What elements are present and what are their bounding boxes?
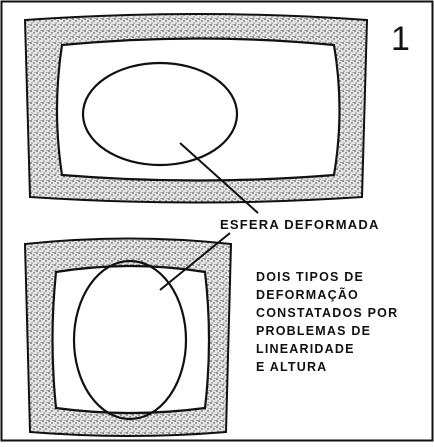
description-line: PROBLEMAS DE (256, 324, 372, 338)
description-block: DOIS TIPOS DE DEFORMAÇÃO CONSTATADOS POR… (256, 268, 398, 376)
bottom-deformed-sphere (72, 259, 188, 421)
figure-number: 1 (391, 20, 410, 58)
description-line: LINEARIDADE (256, 342, 355, 356)
leader-line-bottom (159, 232, 231, 291)
top-crt-screen (23, 13, 369, 204)
callout-label: ESFERA DEFORMADA (220, 217, 380, 232)
description-line: DEFORMAÇÃO (256, 288, 359, 302)
description-line: CONSTATADOS POR (256, 306, 399, 320)
bottom-crt-screen (23, 237, 233, 437)
leader-line-top (179, 142, 259, 214)
top-screen-display (55, 37, 341, 182)
bottom-screen-display (51, 264, 211, 415)
description-line: E ALTURA (256, 360, 328, 374)
top-deformed-sphere (81, 61, 239, 167)
description-line: DOIS TIPOS DE (256, 270, 364, 284)
